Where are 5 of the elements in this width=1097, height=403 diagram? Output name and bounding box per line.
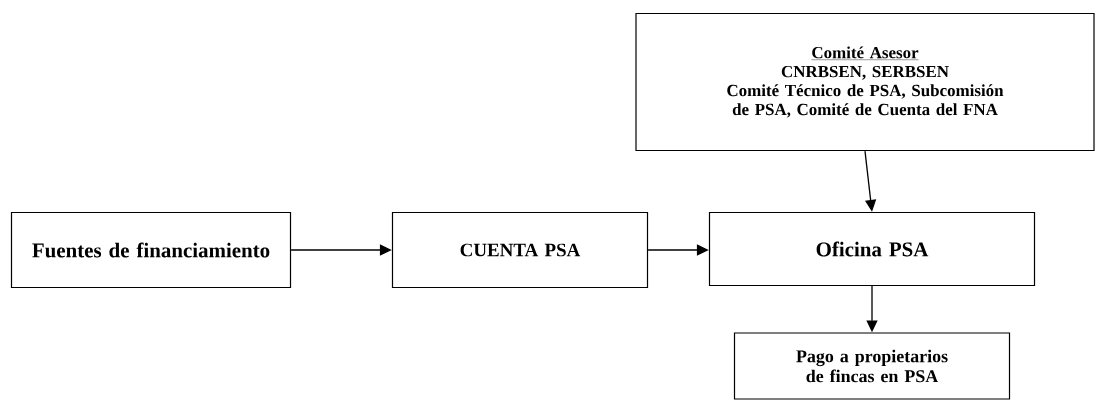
process-box: Fuentes de financiamiento xyxy=(10,211,292,289)
committee-box: Comité Asesor CNRBSEN, SERBSEN Comité Técnico de PSA, Subcomisión de PSA, Comité de Cuenta del FNA xyxy=(635,12,1095,152)
process-box: Oficina PSA xyxy=(708,211,1036,287)
process-box: CUENTA PSA xyxy=(391,211,649,289)
process-box: Pago a propietarios de fincas en PSA xyxy=(733,332,1011,400)
